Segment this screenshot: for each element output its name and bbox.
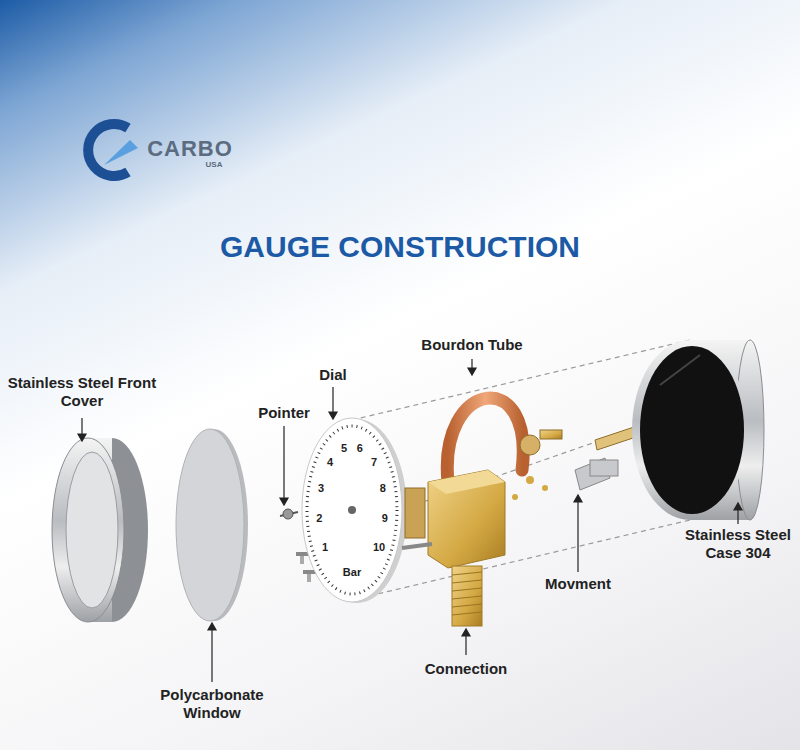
- dial: [302, 418, 407, 603]
- page-title: GAUGE CONSTRUCTION: [0, 230, 800, 264]
- part-label: Movment: [528, 575, 628, 593]
- connection-block: [402, 470, 505, 626]
- logo-icon: [88, 124, 138, 176]
- part-label: Connection: [411, 660, 521, 678]
- dial-unit: Bar: [337, 566, 367, 578]
- dial-number: 8: [373, 482, 393, 494]
- dial-number: 1: [315, 541, 335, 553]
- dial-number: 2: [309, 512, 329, 524]
- logo-text: USA: [194, 160, 234, 170]
- part-label: Stainless Steel Case 304: [679, 526, 797, 562]
- part-label: Pointer: [244, 404, 324, 422]
- part-label: Dial: [303, 366, 363, 384]
- logo-text: CARBO: [135, 136, 245, 162]
- bourdon-tube: [447, 398, 523, 482]
- dial-number: 6: [350, 442, 370, 454]
- dial-number: 7: [364, 456, 384, 468]
- part-label: Polycarbonate Window: [147, 686, 277, 722]
- dial-number: 4: [320, 456, 340, 468]
- part-label: Bourdon Tube: [407, 336, 537, 354]
- dial-number: 5: [334, 442, 354, 454]
- case: [632, 340, 764, 520]
- movement: [512, 425, 642, 500]
- dial-number: 10: [369, 541, 389, 553]
- polycarbonate-window: [176, 429, 248, 621]
- dial-number: 9: [375, 512, 395, 524]
- front-cover: [52, 438, 148, 622]
- part-label: Stainless Steel Front Cover: [7, 374, 157, 410]
- leader-lines: [78, 359, 742, 682]
- dial-number: 3: [311, 482, 331, 494]
